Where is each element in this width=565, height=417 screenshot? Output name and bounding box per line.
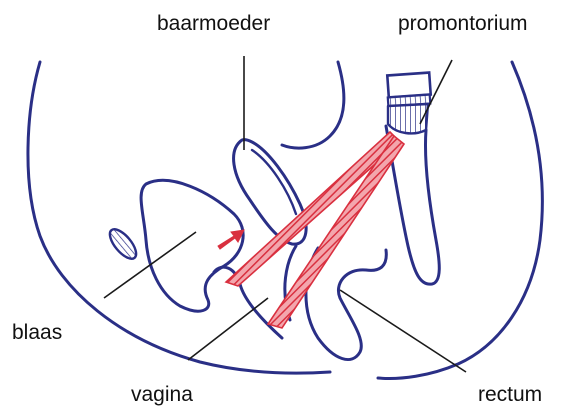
label-blaas: blaas: [12, 322, 62, 343]
label-rectum: rectum: [478, 384, 542, 405]
peritoneum-fold: [282, 62, 344, 148]
vertebra-upper: [387, 73, 430, 98]
bladder-outline: [141, 180, 243, 311]
label-baarmoeder: baarmoeder: [157, 13, 270, 34]
label-vagina: vagina: [131, 384, 193, 405]
pubic-bone: [105, 225, 140, 263]
label-promontorium: promontorium: [398, 13, 528, 34]
